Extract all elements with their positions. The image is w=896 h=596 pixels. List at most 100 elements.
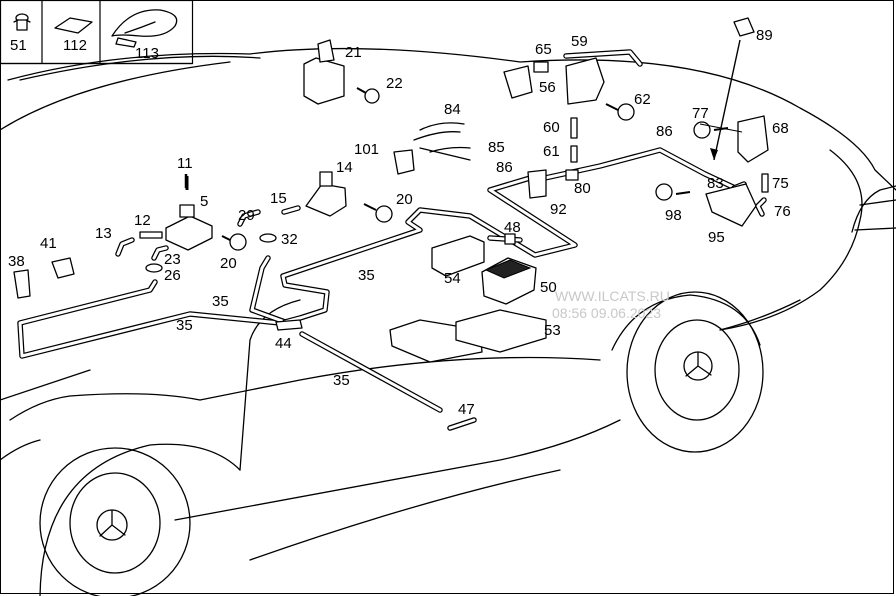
label-11: 11 xyxy=(177,155,193,172)
label-65: 65 xyxy=(535,41,552,58)
label-68: 68 xyxy=(772,120,789,137)
label-77: 77 xyxy=(692,105,709,122)
label-26: 26 xyxy=(164,267,181,284)
part-84-hose-set xyxy=(413,122,471,161)
part-23-hose xyxy=(151,245,169,261)
part-101-connector xyxy=(393,149,415,175)
part-29-hose xyxy=(237,209,261,227)
vacuum-pipe-network xyxy=(17,147,738,413)
part-22-screw xyxy=(356,87,380,104)
callout-labels: 51 112 113 5 11 12 13 14 15 20 20 21 22 … xyxy=(8,27,791,418)
part-20-screw-b xyxy=(363,203,393,223)
label-86a: 86 xyxy=(496,159,513,176)
legend-label-51: 51 xyxy=(10,37,27,54)
label-23: 23 xyxy=(164,251,181,268)
label-75: 75 xyxy=(772,175,789,192)
cable-tie-icon xyxy=(111,9,178,48)
label-54: 54 xyxy=(444,270,461,287)
part-60-nipple xyxy=(570,117,578,139)
label-13: 13 xyxy=(95,225,112,242)
part-12-connector xyxy=(139,231,163,239)
part-50-housing xyxy=(481,257,537,305)
part-13-elbow xyxy=(115,237,135,257)
label-84: 84 xyxy=(444,101,461,118)
part-14-valve xyxy=(305,171,347,217)
part-77-screw xyxy=(693,121,729,139)
part-32-washer xyxy=(259,233,277,243)
part-89-clip xyxy=(733,17,755,37)
label-41: 41 xyxy=(40,235,57,252)
part-48-connector xyxy=(504,233,516,245)
label-86b: 86 xyxy=(656,123,673,140)
part-68-actuator xyxy=(737,115,769,163)
label-35a: 35 xyxy=(176,317,193,334)
label-80: 80 xyxy=(574,180,591,197)
label-62: 62 xyxy=(634,91,651,108)
part-5-central-lock-pump xyxy=(165,176,213,251)
label-47: 47 xyxy=(458,401,475,418)
part-56-valve xyxy=(533,61,549,73)
part-80-valve xyxy=(565,169,579,181)
label-83: 83 xyxy=(707,175,724,192)
clip-icon xyxy=(13,13,31,31)
label-53: 53 xyxy=(544,322,561,339)
label-95: 95 xyxy=(708,229,725,246)
legend-label-112: 112 xyxy=(63,37,87,54)
part-98-screw xyxy=(655,183,691,201)
part-61-nipple xyxy=(570,145,578,163)
legend-label-113: 113 xyxy=(135,45,159,62)
part-92-bracket xyxy=(527,169,547,199)
label-5: 5 xyxy=(200,193,208,210)
watermark-line-2: 08:56 09.06.2023 xyxy=(552,305,661,321)
part-41-clamp xyxy=(51,257,75,279)
part-75-nipple xyxy=(761,173,769,193)
rear-wheel xyxy=(626,291,764,453)
part-26-washer xyxy=(145,263,163,273)
label-35d: 35 xyxy=(333,372,350,389)
label-61: 61 xyxy=(543,143,560,160)
part-44-t-piece xyxy=(275,319,303,331)
legend-box xyxy=(0,0,194,65)
label-22: 22 xyxy=(386,75,403,92)
label-98: 98 xyxy=(665,207,682,224)
front-wheel xyxy=(39,447,191,596)
label-89: 89 xyxy=(756,27,773,44)
label-38: 38 xyxy=(8,253,25,270)
label-48: 48 xyxy=(504,219,521,236)
watermark-line-1: WWW.ILCATS.RU xyxy=(555,288,670,304)
part-59-pipe xyxy=(563,49,643,67)
label-35b: 35 xyxy=(212,293,229,310)
label-12: 12 xyxy=(134,212,151,229)
part-38-bracket xyxy=(13,269,31,299)
label-32: 32 xyxy=(281,231,298,248)
label-60: 60 xyxy=(543,119,560,136)
label-92: 92 xyxy=(550,201,567,218)
label-85: 85 xyxy=(488,139,505,156)
part-21-module xyxy=(303,39,345,105)
label-29: 29 xyxy=(238,207,255,224)
part-65-grommet xyxy=(503,65,533,99)
pointer-arrows xyxy=(699,39,743,161)
part-54-switch-block xyxy=(431,235,485,277)
part-vacuum-actuator-top xyxy=(565,57,605,105)
label-15: 15 xyxy=(270,190,287,207)
pad-icon xyxy=(54,17,93,34)
label-101: 101 xyxy=(354,141,379,158)
label-76: 76 xyxy=(774,203,791,220)
label-14: 14 xyxy=(336,159,353,176)
part-47-end-cap xyxy=(447,417,477,431)
part-15-hose xyxy=(281,205,301,215)
label-20b: 20 xyxy=(396,191,413,208)
label-56: 56 xyxy=(539,79,556,96)
label-35c: 35 xyxy=(358,267,375,284)
watermark: WWW.ILCATS.RU 08:56 09.06.2023 xyxy=(552,288,670,321)
part-62-screw xyxy=(605,103,635,121)
part-20-screw-a xyxy=(221,233,247,251)
label-44: 44 xyxy=(275,335,292,352)
part-76-elbow xyxy=(755,197,767,217)
label-50: 50 xyxy=(540,279,557,296)
label-21: 21 xyxy=(345,44,362,61)
